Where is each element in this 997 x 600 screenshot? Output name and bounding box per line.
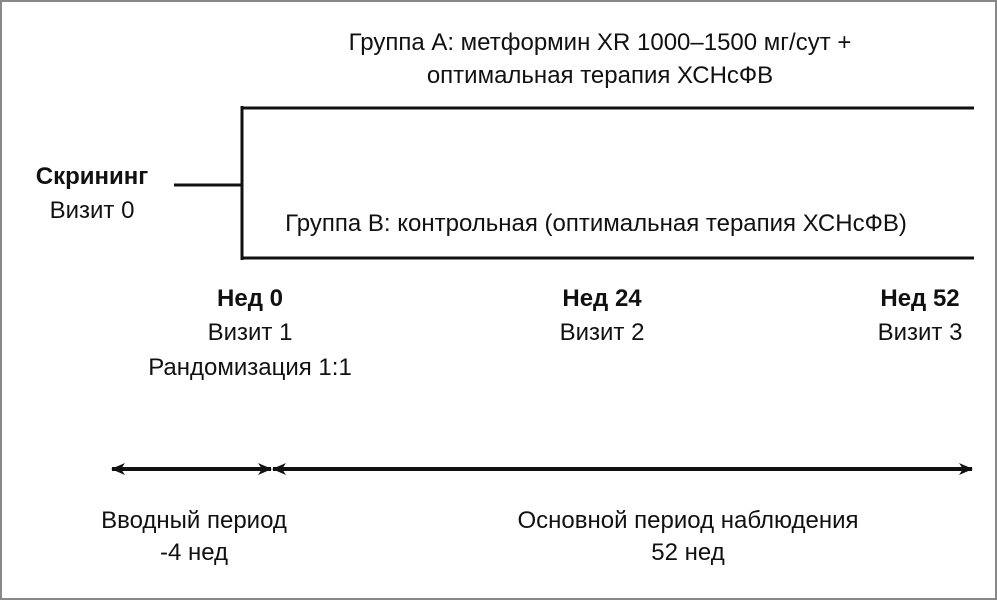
screening-visit: Визит 0	[49, 197, 135, 224]
visit-3: Визит 3	[877, 319, 963, 346]
visit-2: Визит 2	[559, 319, 645, 346]
group-a-label-line1: Группа А: метформин XR 1000–1500 мг/сут …	[348, 29, 852, 56]
run-in-period-label: Вводный период	[101, 507, 287, 534]
main-period-label: Основной период наблюдения	[517, 507, 859, 534]
week-52: Нед 52	[880, 285, 960, 312]
week-0: Нед 0	[217, 285, 283, 312]
group-b-label: Группа В: контрольная (оптимальная терап…	[285, 210, 907, 237]
main-period-duration: 52 нед	[651, 539, 725, 566]
group-a-label-line2: оптимальная терапия ХСНсФВ	[426, 62, 774, 89]
visit-1: Визит 1	[207, 319, 293, 346]
randomization: Рандомизация 1:1	[148, 354, 352, 381]
week-24: Нед 24	[562, 285, 642, 312]
screening-title: Скрининг	[35, 163, 149, 190]
run-in-period-duration: -4 нед	[159, 539, 229, 566]
